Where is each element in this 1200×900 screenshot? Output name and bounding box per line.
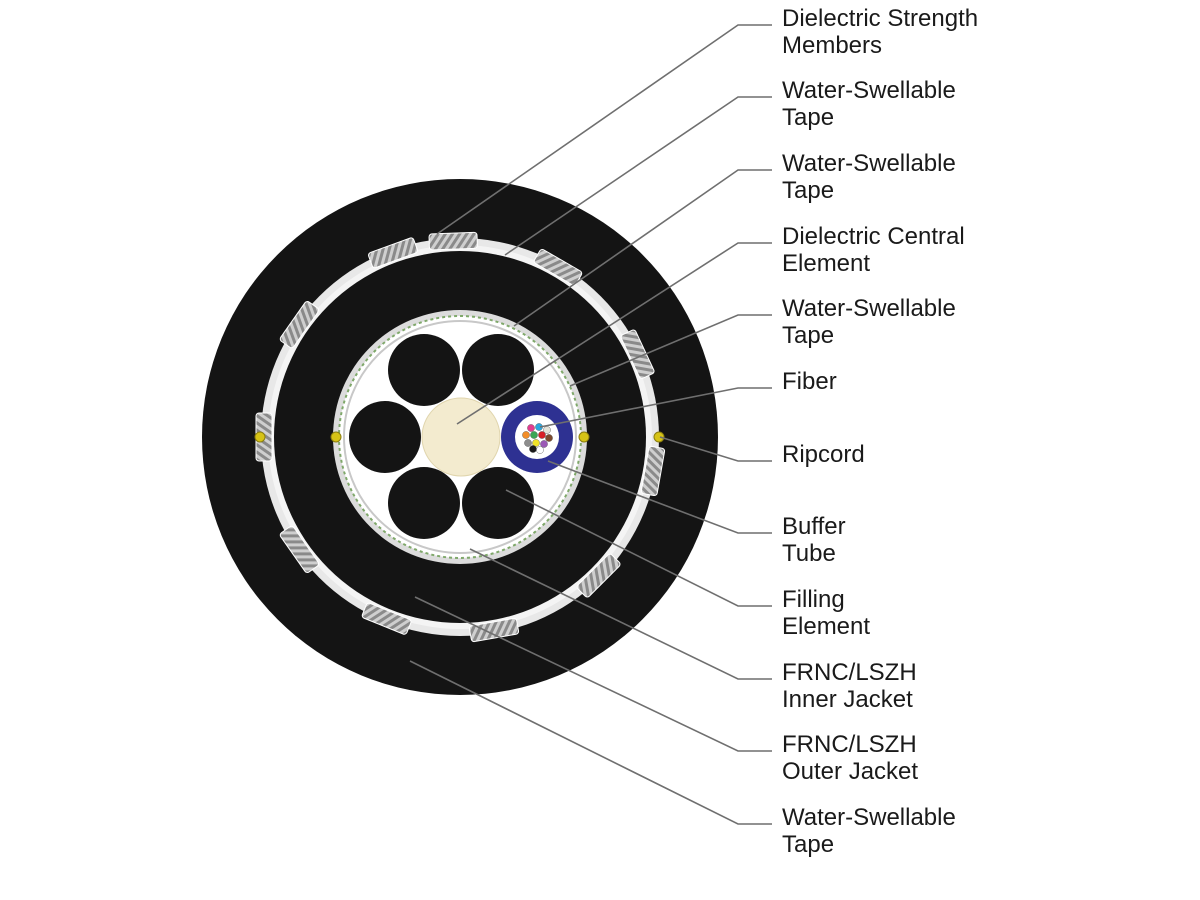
strength-member (361, 602, 412, 635)
labels-group: Dielectric StrengthMembersWater-Swellabl… (409, 5, 978, 858)
label-line-1: Water-Swellable (782, 295, 956, 322)
label-line-2: Inner Jacket (782, 686, 913, 713)
strength-member (368, 237, 418, 269)
filling-element (349, 401, 421, 473)
label-line-2: Tube (782, 540, 836, 567)
label-line-1: Filling (782, 586, 845, 613)
ripcord-mark (653, 431, 665, 443)
label-line-2: Tape (782, 322, 834, 349)
label-line-1: Ripcord (782, 441, 865, 468)
label-line-2: Element (782, 250, 870, 277)
leader-line (469, 548, 772, 680)
strength-member (468, 617, 520, 643)
label-line-2: Tape (782, 104, 834, 131)
leader-line (659, 436, 772, 462)
fiber (530, 431, 538, 439)
strength-member (428, 231, 478, 251)
fiber (527, 424, 535, 432)
strength-member (279, 525, 320, 573)
label-line-1: FRNC/LSZH (782, 731, 917, 758)
fiber (532, 439, 540, 447)
core-group (349, 334, 573, 539)
label-line-1: Fiber (782, 368, 837, 395)
filling-element (388, 334, 460, 406)
strength-member (640, 445, 666, 497)
label-line-1: FRNC/LSZH (782, 659, 917, 686)
fiber (545, 434, 553, 442)
ripcord-mark (578, 431, 590, 443)
label-line-1: Dielectric Strength (782, 5, 978, 32)
leader-line (409, 660, 772, 825)
leader-line (539, 387, 772, 428)
label-line-2: Element (782, 613, 870, 640)
leader-line (505, 489, 772, 607)
filling-element (462, 467, 534, 539)
leader-line (456, 242, 772, 425)
leader-line (547, 460, 772, 534)
label-line-2: Tape (782, 831, 834, 858)
fiber (524, 439, 532, 447)
label-line-1: Dielectric Central (782, 223, 965, 250)
filling-element (388, 467, 460, 539)
leader-line (504, 96, 772, 256)
label-line-1: Water-Swellable (782, 77, 956, 104)
filling-element (462, 334, 534, 406)
label-line-2: Tape (782, 177, 834, 204)
strength-members-group (254, 231, 666, 643)
label-line-2: Members (782, 32, 882, 59)
label-line-1: Water-Swellable (782, 150, 956, 177)
strength-member (620, 329, 655, 379)
strength-member (576, 553, 621, 598)
leader-line (436, 24, 772, 235)
fiber (522, 431, 530, 439)
label-line-2: Outer Jacket (782, 758, 918, 785)
cable-cross-section (202, 179, 718, 695)
fiber (540, 440, 548, 448)
strength-member (279, 301, 320, 349)
fiber (536, 446, 544, 454)
label-line-1: Water-Swellable (782, 804, 956, 831)
leader-line (513, 169, 772, 327)
fiber (529, 445, 537, 453)
central-element (421, 397, 501, 477)
label-line-1: Buffer (782, 513, 846, 540)
leader-line (414, 596, 772, 752)
strength-member (533, 248, 583, 286)
fiber (538, 431, 546, 439)
leader-line (569, 314, 772, 387)
ripcord-mark (254, 431, 266, 443)
ripcord-mark (330, 431, 342, 443)
